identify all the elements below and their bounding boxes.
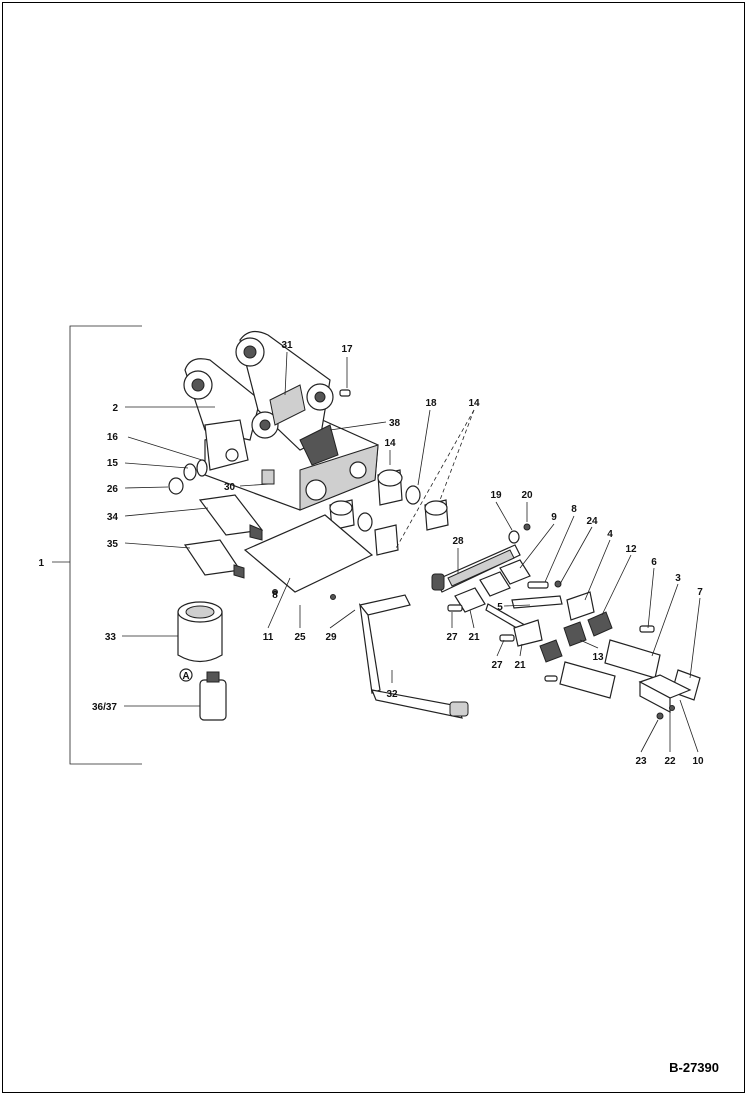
label-28: 28 — [452, 536, 464, 547]
label-10: 10 — [692, 756, 704, 767]
label-19: 19 — [490, 490, 502, 501]
ring-16 — [196, 459, 208, 477]
label-27-lower: 27 — [491, 660, 503, 671]
label-26: 26 — [107, 484, 119, 495]
bolt-sleeves — [544, 625, 701, 701]
label-13: 13 — [592, 652, 604, 663]
sleeve-33 — [177, 601, 223, 663]
marker-a: A — [182, 671, 189, 682]
ring-15 — [183, 463, 197, 481]
label-11: 11 — [263, 632, 274, 643]
bracket-10 — [638, 674, 692, 720]
label-8-plate: 8 — [272, 590, 278, 601]
ring-19 — [508, 530, 520, 544]
leader-lines — [122, 351, 701, 753]
label-32: 32 — [386, 689, 398, 700]
label-27-upper: 27 — [446, 632, 458, 643]
grease-tubes — [183, 494, 264, 579]
label-3: 3 — [675, 573, 681, 584]
label-21-upper: 21 — [468, 632, 480, 643]
label-38: 38 — [389, 418, 401, 429]
label-12: 12 — [625, 544, 637, 555]
label-18: 18 — [425, 398, 437, 409]
clamp-blocks — [454, 559, 562, 613]
label-2: 2 — [112, 403, 118, 414]
nut-20 — [523, 523, 531, 531]
label-14-bushing: 14 — [384, 438, 396, 449]
label-17: 17 — [341, 344, 353, 355]
label-5: 5 — [497, 602, 503, 613]
spindle-28 — [431, 544, 521, 593]
bushings — [329, 469, 449, 556]
label-16: 16 — [107, 432, 119, 443]
label-8-clamp: 8 — [571, 504, 577, 515]
label-4: 4 — [607, 529, 613, 540]
figure-id: B-27390 — [669, 1060, 719, 1075]
label-7: 7 — [697, 587, 703, 598]
label-9: 9 — [551, 512, 557, 523]
label-25: 25 — [294, 632, 306, 643]
label-30: 30 — [224, 482, 236, 493]
label-6: 6 — [651, 557, 657, 568]
label-15: 15 — [107, 458, 119, 469]
coupler-body — [183, 330, 379, 511]
label-14-dashed: 14 — [468, 398, 480, 409]
assembly-bracket — [69, 325, 142, 765]
label-24: 24 — [586, 516, 598, 527]
label-23: 23 — [635, 756, 647, 767]
label-31: 31 — [281, 340, 293, 351]
ring-26 — [168, 477, 184, 495]
label-36-37: 36/37 — [92, 702, 117, 713]
label-20: 20 — [521, 490, 533, 501]
label-21-lower: 21 — [514, 660, 526, 671]
pin-17 — [339, 389, 351, 397]
cartridge-36-37 — [199, 671, 227, 721]
label-35: 35 — [107, 539, 119, 550]
rod-29-32 — [358, 594, 469, 719]
label-29: 29 — [325, 632, 337, 643]
cover-plate — [243, 514, 374, 600]
marker-a-circle — [179, 668, 193, 682]
label-1: 1 — [38, 558, 44, 569]
label-34: 34 — [107, 512, 119, 523]
label-33: 33 — [105, 632, 117, 643]
label-22: 22 — [664, 756, 676, 767]
